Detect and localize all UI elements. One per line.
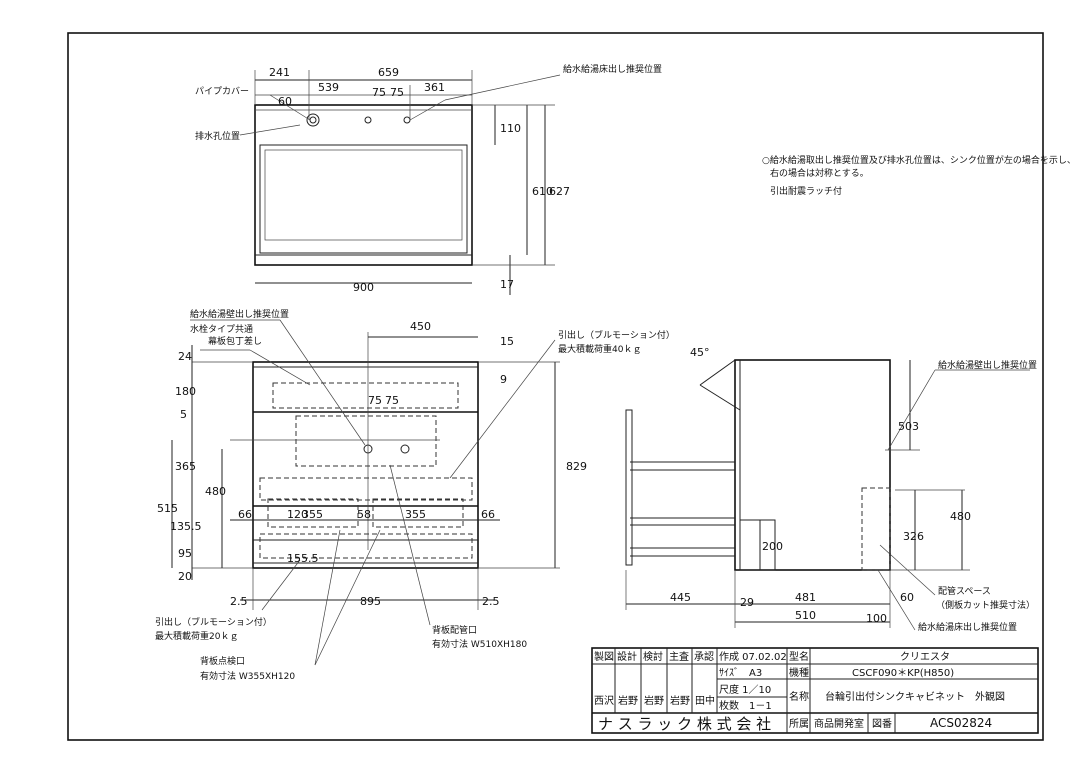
sign-review: 岩野 [644, 694, 664, 707]
dim-539: 539 [318, 81, 339, 94]
tb-review: 検討 [643, 650, 663, 663]
tb-name-label: 名称 [789, 690, 809, 703]
tb-drawing-no: ACS02824 [930, 716, 992, 730]
label-pipe-cover: パイプカバー [195, 86, 249, 97]
dim-29: 29 [740, 596, 754, 609]
tb-scale: 尺度 1／10 [719, 683, 771, 696]
dim-5: 5 [180, 408, 187, 421]
dim-515: 515 [157, 502, 178, 515]
front-view: 450 15 9 24 180 5 365 480 515 135.5 95 2… [155, 308, 675, 682]
side-view: 45° 503 480 326 200 445 29 481 60 510 10… [625, 346, 1037, 633]
label-drawer2-load: 最大積載荷重20ｋｇ [155, 630, 238, 642]
tb-dept: 商品開発室 [814, 717, 864, 730]
dim-66-left: 66 [238, 508, 252, 521]
dim-135-5: 135.5 [170, 520, 202, 533]
dim-60: 60 [900, 591, 914, 604]
dim-15: 15 [500, 335, 514, 348]
label-pipe-space-sub: （側板カット推奨寸法） [936, 599, 1035, 611]
dim-450: 450 [410, 320, 431, 333]
dim-95: 95 [178, 547, 192, 560]
tb-approve: 承認 [694, 650, 714, 663]
tb-design: 設計 [617, 650, 637, 663]
note-line3: 引出耐震ラッチ付 [770, 185, 842, 197]
tb-size: ｻｲｽﾞ A3 [719, 667, 762, 679]
tb-drafting: 製図 [594, 650, 614, 663]
dim-895: 895 [360, 595, 381, 608]
dim-17: 17 [500, 278, 514, 291]
dim-58: 58 [357, 508, 371, 521]
dim-503: 503 [898, 420, 919, 433]
dim-365: 365 [175, 460, 196, 473]
dim-326: 326 [903, 530, 924, 543]
dim-200: 200 [762, 540, 783, 553]
dim-900: 900 [353, 281, 374, 294]
label-faucet: 水栓タイプ共通 [190, 323, 253, 335]
tb-dept-label: 所属 [789, 718, 809, 730]
dim-180: 180 [175, 385, 196, 398]
dim-20: 20 [178, 570, 192, 583]
label-drain-hole: 排水孔位置 [195, 130, 240, 142]
label-floor-water: 給水給湯床出し推奨位置 [918, 621, 1017, 633]
dim-120: 120 [287, 508, 308, 521]
tb-chief: 主査 [669, 650, 689, 663]
label-side-wall-water: 給水給湯壁出し推奨位置 [938, 359, 1037, 371]
sheet-border [67, 32, 1044, 741]
title-block: 製図 設計 検討 主査 承認 作成 07.02.02 ｻｲｽﾞ A3 尺度 1／… [591, 647, 1039, 734]
dim-100: 100 [866, 612, 887, 625]
dim-75b: 75 [390, 86, 404, 99]
label-pipe-space: 配管スペース [938, 585, 991, 597]
sign-approve: 田中 [695, 694, 715, 707]
dim-75-left: 75 [368, 394, 382, 407]
dim-510: 510 [795, 609, 816, 622]
tb-sheets: 枚数 1－1 [719, 699, 772, 712]
dim-355-left: 355 [302, 508, 323, 521]
dim-829: 829 [566, 460, 587, 473]
sign-chief: 岩野 [670, 694, 690, 707]
label-drawer: 引出し（ブルモーション付） [558, 329, 675, 341]
dim-610: 610 [532, 185, 553, 198]
label-back-inspect: 背板点検口 [200, 655, 245, 667]
dim-60: 60 [278, 95, 292, 108]
dim-355-right: 355 [405, 508, 426, 521]
label-back-inspect-size: 有効寸法 W355XH120 [200, 670, 295, 682]
label-drawer2: 引出し（ブルモーション付） [155, 616, 272, 628]
dim-66-right: 66 [481, 508, 495, 521]
label-water-floor: 給水給湯床出し推奨位置 [563, 63, 662, 75]
tb-drawing-no-label: 図番 [872, 718, 892, 730]
dim-2-5-left: 2.5 [230, 595, 248, 608]
dim-481: 481 [795, 591, 816, 604]
dim-480: 480 [205, 485, 226, 498]
dim-9: 9 [500, 373, 507, 386]
dim-110: 110 [500, 122, 521, 135]
label-back-pipe-size: 有効寸法 W510XH180 [432, 638, 527, 650]
tb-model-name-label: 型名 [789, 650, 809, 663]
tb-model-no: CSCF090＊KP(H850) [852, 668, 954, 679]
dim-361: 361 [424, 81, 445, 94]
dim-24: 24 [178, 350, 192, 363]
label-wall-water: 給水給湯壁出し推奨位置 [190, 308, 289, 320]
top-view: 241 659 539 75 75 361 60 110 610 627 17 … [195, 63, 662, 295]
tb-model-name: クリエスタ [900, 651, 950, 663]
tb-model-no-label: 機種 [789, 666, 809, 679]
dim-75a: 75 [372, 86, 386, 99]
sign-drafting: 西沢 [594, 694, 614, 707]
tb-created: 作成 07.02.02 [719, 651, 787, 663]
dim-480: 480 [950, 510, 971, 523]
dim-155-5: 155.5 [287, 552, 319, 565]
sign-design: 岩野 [618, 694, 638, 707]
dim-659: 659 [378, 66, 399, 79]
note-line2: 右の場合は対称とする。 [770, 167, 869, 179]
dim-627: 627 [549, 185, 570, 198]
label-drawer-load: 最大積載荷重40ｋｇ [558, 343, 641, 355]
dim-445: 445 [670, 591, 691, 604]
dim-75-right: 75 [385, 394, 399, 407]
label-fascia: 幕板包丁差し [208, 335, 262, 347]
note-line1: ○給水給湯取出し推奨位置及び排水孔位置は、シンク位置が左の場合を示し、 [762, 154, 1076, 166]
dim-45-deg: 45° [690, 346, 710, 359]
dim-241: 241 [269, 66, 290, 79]
label-back-pipe: 背板配管口 [432, 624, 477, 636]
tb-name: 台輪引出付シンクキャビネット 外観図 [825, 690, 1005, 703]
dim-2-5-right: 2.5 [482, 595, 500, 608]
tb-company: ナ ス ラ ッ ク 株 式 会 社 [598, 715, 771, 733]
